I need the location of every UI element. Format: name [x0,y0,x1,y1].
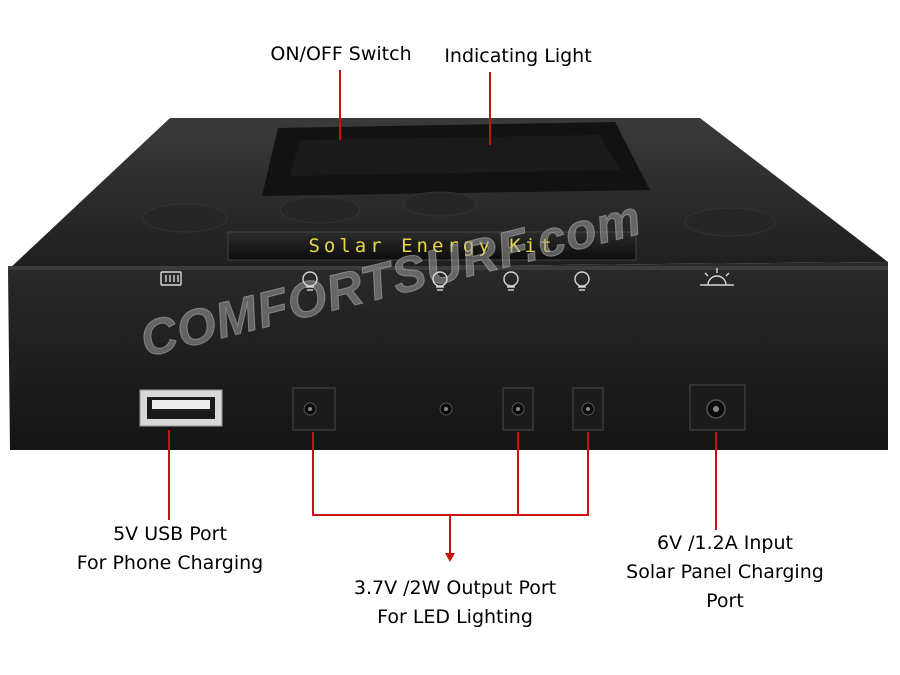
bulb-icon [432,271,448,291]
top-bump [684,207,776,237]
bulb-icon [302,271,318,291]
dc-output-port [572,387,604,431]
label-indicating-light: Indicating Light [444,45,592,67]
label-usb-port: 5V USB Port For Phone Charging [76,523,264,574]
leader-arrowhead [445,553,455,562]
sun-icon [700,268,734,286]
front-edge-highlight [8,266,888,270]
battery-icon [160,271,182,286]
device-front-face [8,262,888,450]
bulb-icon [574,271,590,291]
dc-output-port [292,387,336,431]
top-bump [403,191,477,217]
device-label-text: Solar Energy Kit [308,235,555,257]
label-input-port: 6V /1.2A Input Solar Panel Charging Port [626,532,824,612]
usb-port [139,389,223,427]
solar-kit-device: Solar Energy Kit COMFORTSURF.com [8,118,888,450]
top-bump [142,203,228,233]
top-recess-inner [290,135,620,176]
bulb-icon [503,271,519,291]
device-label-strip [227,231,637,261]
leader-lines [168,70,717,562]
label-output-port: 3.7V /2W Output Port For LED Lighting [353,577,557,628]
indicator-icons-row [160,268,734,291]
top-bump [279,196,361,224]
ports-row [139,384,746,431]
dc-output-port [439,402,453,416]
label-on-off-switch: ON/OFF Switch [270,43,412,65]
dc-output-port [502,387,534,431]
dc-input-port [689,384,746,431]
